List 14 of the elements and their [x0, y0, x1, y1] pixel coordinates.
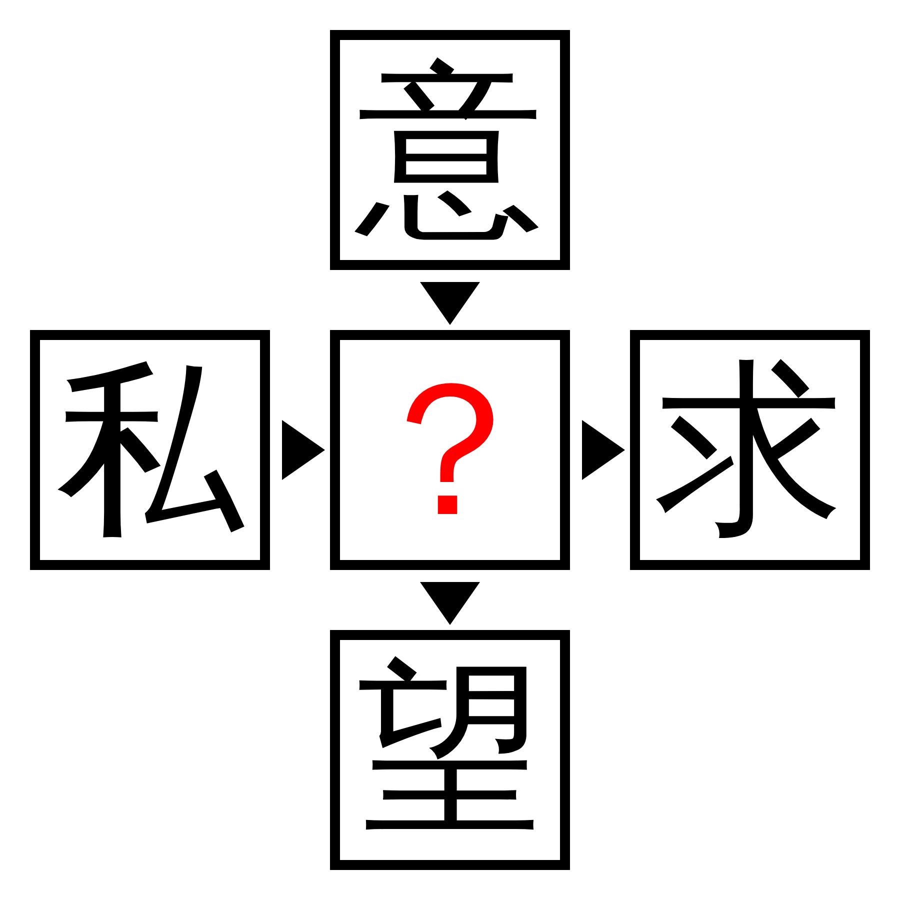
- character-box: [30, 330, 270, 570]
- arrow-triangle: [420, 282, 480, 325]
- arrow-triangle: [420, 582, 480, 625]
- character-box: [330, 330, 570, 570]
- arrow-triangle: [582, 420, 625, 480]
- character-box: [630, 330, 870, 570]
- kanji-character: 求: [656, 356, 844, 544]
- kanji-character: 私: [56, 356, 244, 544]
- arrow-triangle: [282, 420, 325, 480]
- character-box: [330, 630, 570, 870]
- question-mark: ？: [356, 356, 544, 544]
- kanji-character: 望: [356, 656, 544, 844]
- character-box: [330, 30, 570, 270]
- kanji-character: 意: [356, 56, 544, 244]
